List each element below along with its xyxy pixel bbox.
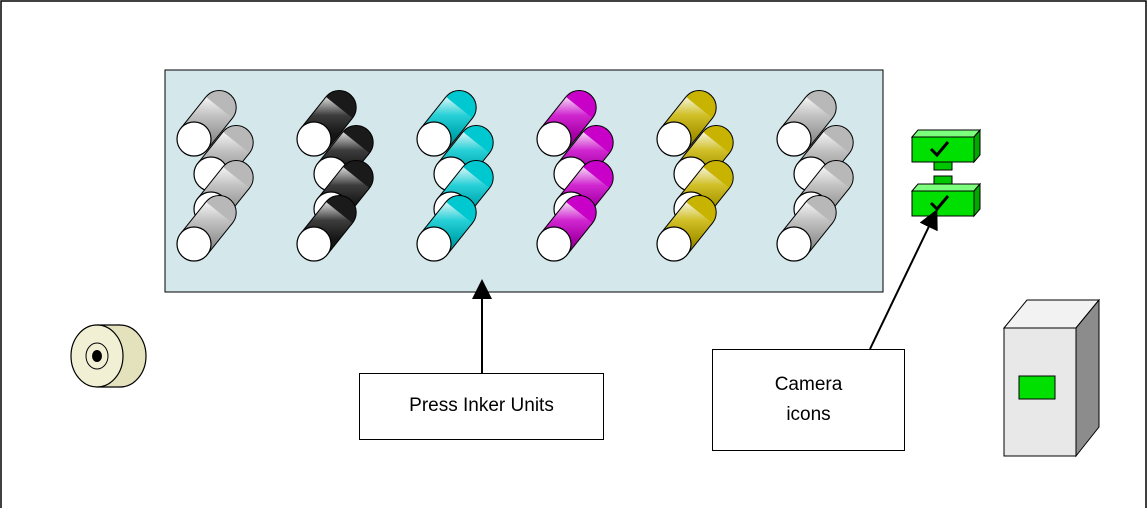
inker-roller: [416, 90, 477, 157]
inker-unit-black: [296, 90, 374, 262]
camera-icon: [910, 128, 982, 171]
inker-roller: [536, 195, 597, 262]
inker-roller: [673, 125, 734, 192]
camera-icons-callout: Camera icons: [712, 349, 905, 451]
inker-roller: [176, 90, 237, 157]
inker-roller: [296, 90, 357, 157]
inker-unit-cyan: [416, 90, 494, 262]
camera-icon: [910, 175, 982, 218]
inker-roller: [433, 125, 494, 192]
inker-roller: [656, 195, 717, 262]
inker-units-group: [176, 90, 854, 262]
inker-unit-yellow: [656, 90, 734, 262]
paper-reel-icon: [70, 324, 147, 388]
camera-label-line2: icons: [786, 404, 831, 425]
inker-panel: [164, 69, 884, 293]
camera-label-line1: Camera: [774, 373, 843, 395]
inker-roller: [656, 90, 717, 157]
inker-roller: [776, 195, 837, 262]
computer-cabinet-icon: [1002, 298, 1101, 458]
inker-roller: [776, 90, 837, 157]
inker-roller: [296, 195, 357, 262]
inker-unit-silver-2: [776, 90, 854, 262]
press-inker-units-label: Press Inker Units: [409, 395, 554, 417]
inker-unit-magenta: [536, 90, 614, 262]
inker-roller: [416, 195, 477, 262]
press-inker-units-callout: Press Inker Units: [359, 373, 604, 440]
inker-unit-silver-1: [176, 90, 254, 262]
camera-arrow: [869, 208, 938, 350]
inker-roller: [176, 195, 237, 262]
inker-roller: [536, 90, 597, 157]
